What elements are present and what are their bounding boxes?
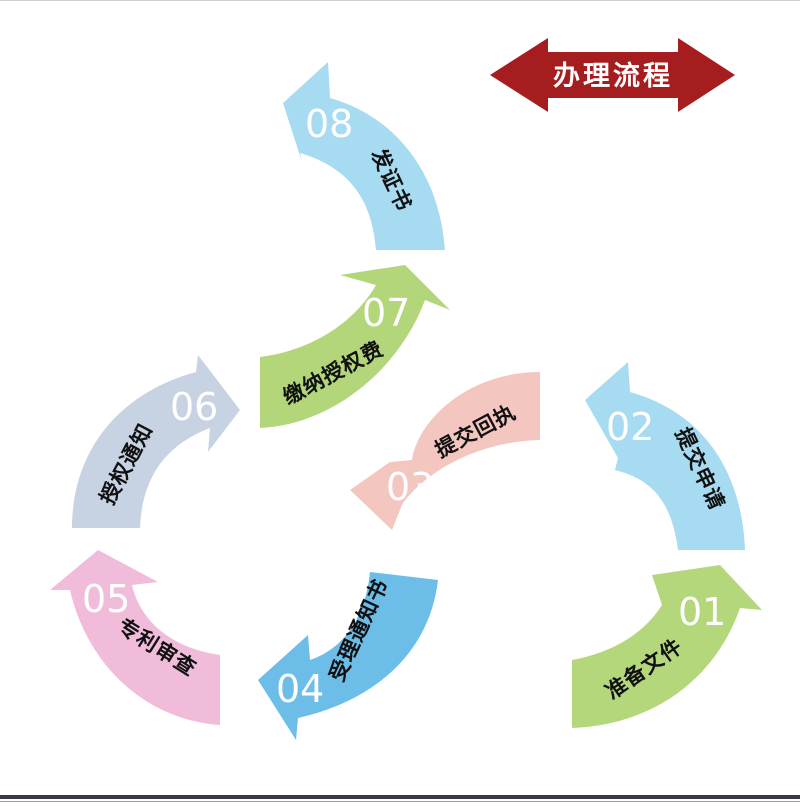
banner-arrow-shape — [490, 38, 735, 112]
step-07-number: 07 — [362, 291, 410, 335]
step-01-arrow — [572, 565, 762, 728]
step-04: 04 受理通知书 — [258, 572, 438, 740]
step-02-number: 02 — [606, 405, 654, 449]
step-05-arrow — [50, 550, 220, 725]
top-rule — [0, 0, 800, 1]
step-08: 08 发证书 — [283, 62, 445, 250]
step-06-number: 06 — [170, 385, 218, 429]
step-07: 07 缴纳授权费 — [260, 265, 450, 428]
step-08-arrow — [283, 62, 445, 250]
step-03-arrow — [350, 372, 540, 530]
step-05-number: 05 — [82, 577, 130, 621]
step-01: 01 准备文件 — [572, 565, 762, 728]
step-06-arrow — [72, 355, 240, 528]
step-01-number: 01 — [678, 590, 726, 634]
step-03: 03 提交回执 — [350, 372, 540, 530]
step-02-arrow — [585, 362, 745, 550]
step-04-number: 04 — [276, 667, 324, 711]
step-05: 05 专利审查 — [50, 550, 220, 725]
step-04-arrow — [258, 572, 438, 740]
step-06: 06 授权通知 — [72, 355, 240, 528]
banner: 办理流程 — [490, 38, 735, 112]
step-07-arrow — [260, 265, 450, 428]
banner-title: 办理流程 — [553, 61, 673, 92]
step-02: 02 提交申请 — [585, 362, 745, 550]
step-03-number: 03 — [386, 465, 434, 509]
step-08-number: 08 — [305, 102, 353, 146]
bottom-rule-thin — [0, 801, 800, 802]
bottom-rule — [0, 795, 800, 799]
